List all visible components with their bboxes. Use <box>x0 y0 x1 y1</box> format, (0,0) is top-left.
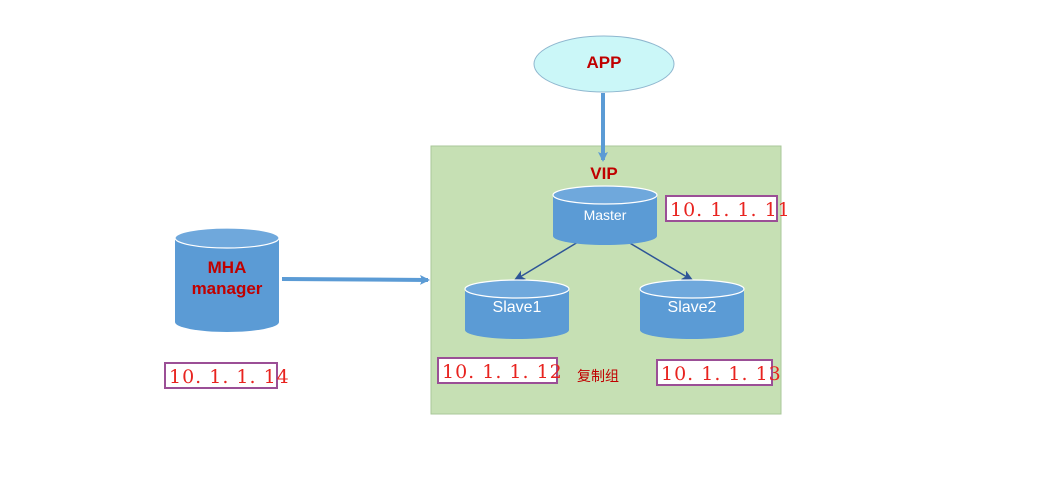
slave1-cylinder <box>464 279 570 339</box>
slave2-ip-box: 10. 1. 1. 13 <box>656 359 781 386</box>
master-to-slave2-edge <box>627 241 694 282</box>
master-to-slave1-edge <box>513 241 579 282</box>
manager-label-line2: manager <box>191 279 263 298</box>
app-label: APP <box>586 53 622 72</box>
replication-group-label: 复制组 <box>577 368 619 384</box>
app-ellipse <box>533 35 675 93</box>
master-label: Master <box>583 207 627 223</box>
manager-label-line1: MHA <box>207 258 247 277</box>
manager-ip-box: 10. 1. 1. 14 <box>164 362 289 389</box>
slave1-ip-box: 10. 1. 1. 12 <box>437 357 562 384</box>
manager-cylinder <box>174 227 280 332</box>
slave1-label: Slave1 <box>492 299 542 316</box>
master-ip-box: 10. 1. 1. 11 <box>665 195 790 222</box>
vip-label: VIP <box>590 164 618 183</box>
master-cylinder <box>552 185 658 245</box>
slave2-cylinder <box>639 279 745 339</box>
manager-to-group-arrow <box>281 274 430 285</box>
slave2-label: Slave2 <box>667 299 717 316</box>
